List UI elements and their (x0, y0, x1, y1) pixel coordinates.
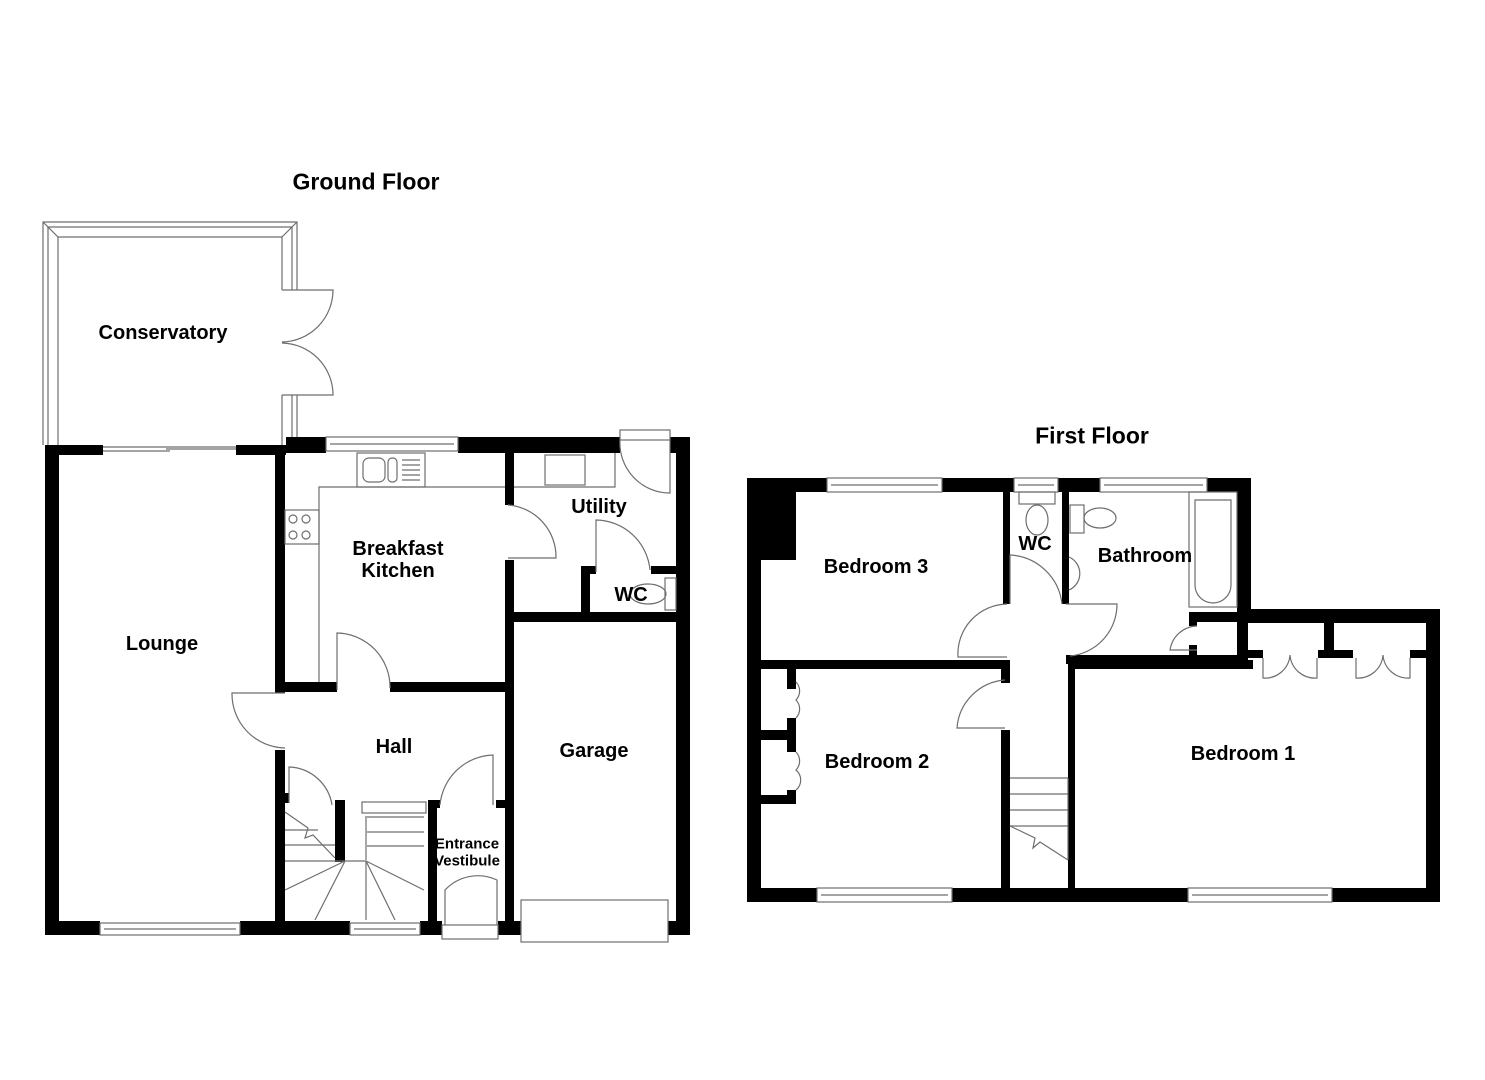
conservatory-frame (42, 221, 334, 445)
room-label-utility: Utility (571, 496, 627, 518)
room-label-breakfast-kitchen: Breakfast Kitchen (352, 538, 444, 582)
hob-icon (288, 514, 311, 540)
room-label-bedroom-2: Bedroom 2 (824, 751, 930, 773)
room-label-wc-first: WC (1018, 533, 1052, 555)
room-label-bathroom: Bathroom (1097, 545, 1193, 567)
ground-floor-plan (42, 221, 690, 943)
room-label-conservatory: Conservatory (98, 322, 228, 344)
room-label-bedroom-3: Bedroom 3 (823, 556, 929, 578)
drainer-icon (402, 459, 420, 481)
first-floor-plan (747, 477, 1440, 903)
room-label-lounge: Lounge (125, 633, 199, 655)
room-label-bedroom-1: Bedroom 1 (1190, 743, 1296, 765)
ground-floor-title: Ground Floor (292, 168, 440, 195)
staircase-ground (284, 801, 427, 921)
first-floor-title: First Floor (1035, 422, 1149, 449)
staircase-first (1009, 777, 1069, 861)
room-label-entrance-vestibule: Entrance Vestibule (434, 835, 500, 869)
room-label-wc-ground: WC (614, 584, 648, 606)
room-label-garage: Garage (559, 740, 629, 762)
room-label-hall: Hall (375, 736, 413, 758)
